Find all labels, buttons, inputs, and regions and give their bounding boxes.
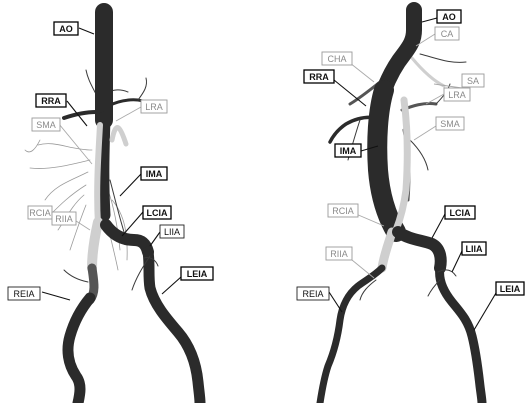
svg-text:LEIA: LEIA — [500, 284, 521, 294]
right-label-ca: CA — [435, 27, 459, 40]
left-label-rcia: RCIA — [28, 206, 52, 219]
right-label-sma: SMA — [436, 117, 464, 130]
right-panel: AO CA CHA SA RRA LRA IMA SMA — [297, 10, 524, 403]
left-label-ima: IMA — [141, 167, 167, 180]
svg-text:RRA: RRA — [309, 72, 329, 82]
svg-text:RCIA: RCIA — [332, 206, 354, 216]
right-label-sa: SA — [462, 74, 484, 87]
right-leader-lines — [329, 18, 496, 330]
right-label-rcia: RCIA — [328, 204, 358, 217]
svg-text:LIIA: LIIA — [164, 227, 180, 237]
right-label-lra: LRA — [444, 88, 470, 101]
svg-text:IMA: IMA — [146, 169, 163, 179]
left-label-ao: AO — [54, 22, 78, 35]
left-label-leia: LEIA — [181, 267, 213, 280]
right-label-rra: RRA — [304, 70, 334, 83]
svg-text:SA: SA — [467, 76, 479, 86]
left-label-lra: LRA — [141, 100, 167, 113]
right-label-ao: AO — [437, 10, 461, 23]
right-label-liia: LIIA — [462, 242, 486, 255]
svg-text:LEIA: LEIA — [187, 269, 208, 279]
left-label-rra: RRA — [36, 94, 66, 107]
svg-text:LRA: LRA — [448, 90, 466, 100]
right-label-lcia: LCIA — [445, 206, 475, 219]
svg-text:SMA: SMA — [440, 119, 460, 129]
svg-text:IMA: IMA — [340, 146, 357, 156]
svg-text:SMA: SMA — [36, 120, 56, 130]
svg-text:CA: CA — [441, 29, 454, 39]
svg-text:AO: AO — [442, 12, 456, 22]
svg-text:RCIA: RCIA — [29, 208, 51, 218]
svg-text:REIA: REIA — [302, 289, 323, 299]
svg-text:CHA: CHA — [327, 54, 346, 64]
svg-text:AO: AO — [59, 24, 73, 34]
right-label-cha: CHA — [322, 52, 352, 65]
svg-text:RRA: RRA — [41, 96, 61, 106]
right-label-reia: REIA — [297, 287, 329, 300]
left-label-reia: REIA — [8, 287, 40, 300]
svg-text:LCIA: LCIA — [450, 208, 471, 218]
left-label-riia: RIIA — [52, 212, 76, 225]
left-label-liia: LIIA — [160, 225, 184, 238]
svg-text:LCIA: LCIA — [147, 208, 168, 218]
right-label-ima: IMA — [335, 144, 361, 157]
right-label-leia: LEIA — [496, 282, 524, 295]
left-label-sma: SMA — [32, 118, 60, 131]
svg-text:REIA: REIA — [13, 289, 34, 299]
svg-text:LRA: LRA — [145, 102, 163, 112]
left-label-lcia: LCIA — [143, 206, 171, 219]
svg-text:LIIA: LIIA — [466, 244, 483, 254]
svg-text:RIIA: RIIA — [55, 214, 73, 224]
svg-text:RIIA: RIIA — [330, 249, 348, 259]
right-label-riia: RIIA — [326, 247, 352, 260]
left-panel: AO RRA LRA SMA IMA RCIA RIIA LCIA — [8, 12, 213, 403]
